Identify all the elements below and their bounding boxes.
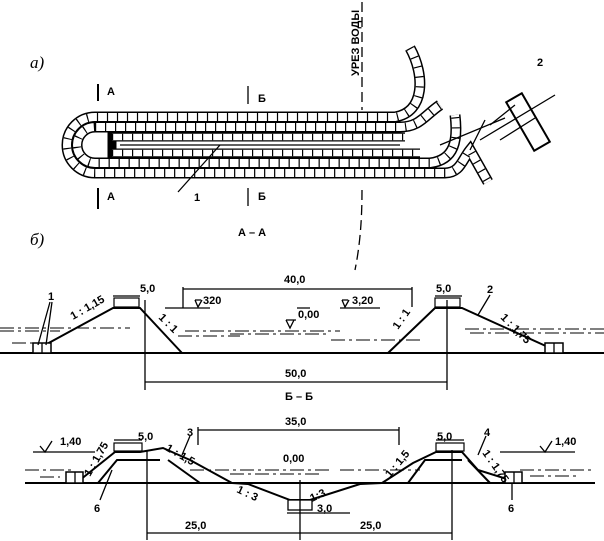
callout-3: 3 [187, 427, 193, 439]
water-lines [0, 327, 604, 344]
section-b-top-label: Б [258, 93, 266, 105]
level-left-bb: 1,40 [60, 436, 81, 448]
half-left-bb: 25,0 [185, 520, 206, 532]
section-bb: 35,0 5,0 5,0 1,40 1,40 0,00 3,0 25,0 25,… [25, 416, 595, 540]
level-left: 320 [203, 295, 221, 307]
slope-inner-left: 1 : 1 [156, 312, 180, 336]
callout-2: 2 [537, 57, 543, 69]
callout-6-left: 6 [94, 503, 100, 515]
left-dike [44, 307, 183, 354]
level-right: 3,20 [352, 295, 373, 307]
span-top-bb: 35,0 [285, 416, 306, 428]
section-bb-title: Б – Б [285, 391, 313, 403]
callout-1-aa: 1 [48, 291, 54, 303]
bottom-width-bb: 3,0 [317, 503, 332, 515]
slope-inner-left-bb: 1 : 1,5 [164, 442, 197, 468]
section-aa-title: А – А [238, 227, 266, 239]
water-level-bb: 0,00 [283, 453, 304, 465]
right-dike [387, 307, 549, 354]
brick-band-inner [107, 132, 420, 158]
crest-width-right-bb: 5,0 [437, 431, 452, 443]
slope-inner-right: 1 : 1 [391, 307, 413, 332]
section-label: б) [30, 230, 45, 249]
span-top: 40,0 [284, 274, 305, 286]
callout-6-right: 6 [508, 503, 514, 515]
water-level: 0,00 [298, 309, 319, 321]
crest-width-left: 5,0 [140, 283, 155, 295]
slope-outer-right-bb: 1 : 1,75 [480, 448, 511, 485]
section-a-top-label: А [107, 86, 115, 98]
crest-width-left-bb: 5,0 [138, 431, 153, 443]
section-aa: б) А – А 5,0 5,0 40,0 320 3,20 0,00 50,0… [0, 227, 604, 403]
slope-inner-right-bb: 1 : 1,5 [383, 448, 412, 480]
waterline-dash-lower [354, 189, 363, 271]
waterline-label: УРЕЗ ВОДЫ [350, 10, 362, 76]
brick-band-middle [71, 100, 462, 169]
callout-2-aa: 2 [487, 284, 493, 296]
section-a-bottom-label: А [107, 191, 115, 203]
half-right-bb: 25,0 [360, 520, 381, 532]
plan-view: а) УРЕЗ ВОДЫ А [30, 2, 556, 271]
slope-outer-left: 1 : 1,15 [69, 294, 107, 323]
plan-label: а) [30, 53, 45, 72]
section-b-bottom-label: Б [258, 191, 266, 203]
callout-1: 1 [194, 192, 200, 204]
callout-4: 4 [484, 427, 491, 439]
left-dike-bb [79, 446, 233, 484]
right-dike-bb [381, 451, 511, 484]
span-bottom: 50,0 [285, 368, 306, 380]
outlet-structure [439, 91, 556, 153]
level-right-bb: 1,40 [555, 436, 576, 448]
crest-width-right: 5,0 [436, 283, 451, 295]
brick-band-outer [61, 45, 493, 185]
